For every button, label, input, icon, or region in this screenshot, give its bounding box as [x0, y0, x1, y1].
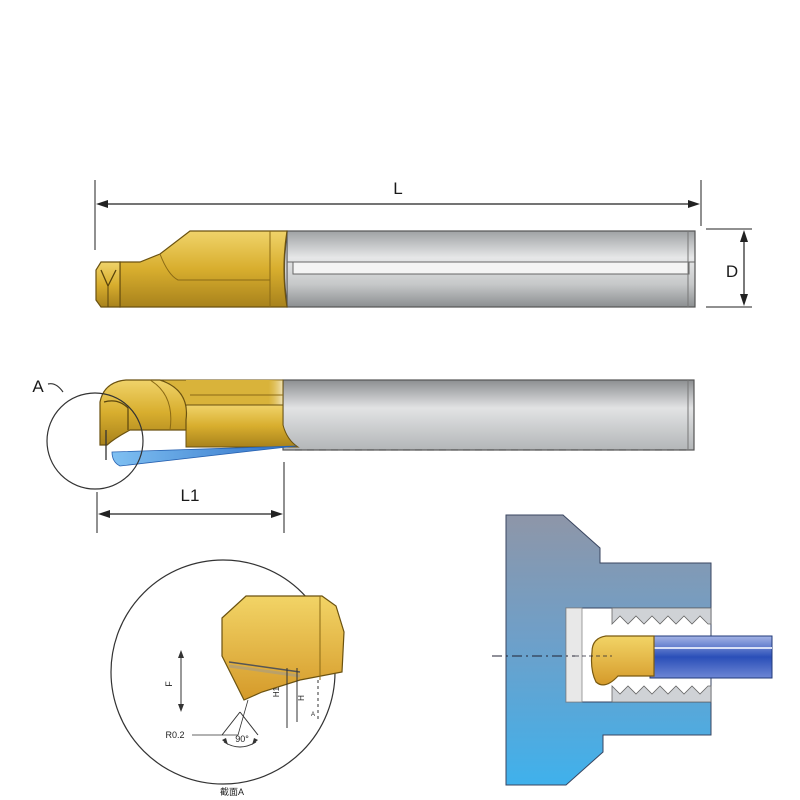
- f-dim-label: F: [164, 681, 174, 687]
- h-dim-label: H: [297, 695, 306, 701]
- workpiece-section: [492, 514, 773, 786]
- detail-ref-label: A: [32, 377, 44, 396]
- tool-side-view: L D: [94, 179, 752, 308]
- a-mark-label: A: [311, 712, 315, 718]
- diameter-label: D: [726, 262, 738, 281]
- length-total-label: L: [393, 179, 402, 198]
- detail-caption: 截面A: [220, 786, 244, 797]
- radius-label: R0.2: [165, 730, 184, 740]
- angle-label: 90°: [235, 734, 249, 744]
- detail-section-a: F H1 H A 90° R0.2 截面A: [110, 559, 345, 797]
- tool-top-view: A L1: [32, 377, 695, 533]
- length-cut-label: L1: [181, 486, 200, 505]
- h1-dim-label: H1: [272, 686, 281, 697]
